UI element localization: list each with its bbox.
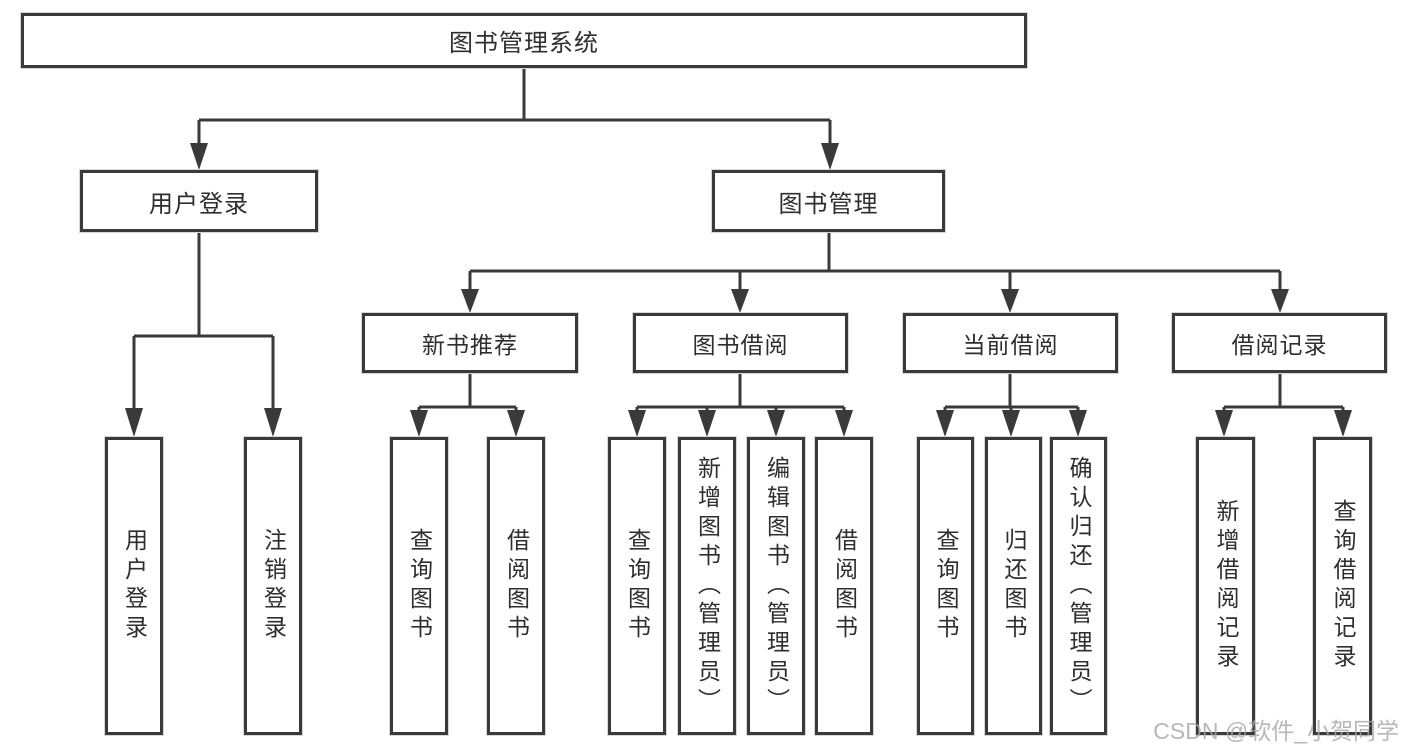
leaf-label: 新增借阅记录	[1213, 499, 1239, 673]
connector-path	[132, 68, 1345, 412]
leaf-edit-books-admin: 编辑图书（管理员）	[747, 437, 805, 735]
arrowhead	[731, 289, 749, 313]
leaf-label: 借阅图书	[503, 528, 530, 644]
leaf-query-books-2: 查询图书	[608, 437, 666, 735]
arrowhead	[1002, 410, 1020, 437]
leaf-label: 查询图书	[624, 528, 651, 644]
node-borrow-records: 借阅记录	[1172, 313, 1387, 373]
arrowhead	[821, 143, 839, 170]
arrowhead	[1334, 410, 1352, 437]
leaf-return-books: 归还图书	[985, 437, 1042, 735]
node-book-management-branch: 图书管理	[712, 170, 945, 232]
node-book-borrow: 图书借阅	[633, 313, 848, 373]
leaf-label: 归还图书	[1001, 528, 1027, 644]
arrowhead	[767, 410, 785, 437]
csdn-watermark: CSDN @软件_小贺同学	[1153, 718, 1399, 744]
leaf-logout: 注销登录	[244, 437, 302, 735]
arrowhead	[1271, 289, 1289, 313]
leaf-label: 确认归还（管理员）	[1066, 455, 1092, 717]
arrowhead	[698, 410, 716, 437]
leaf-label: 用户登录	[121, 528, 148, 644]
arrowhead	[410, 410, 428, 437]
arrowhead	[628, 410, 646, 437]
arrowheads	[125, 143, 1352, 437]
arrowhead	[264, 408, 282, 437]
leaf-borrow-books-1: 借阅图书	[487, 437, 545, 735]
leaf-query-books-3: 查询图书	[917, 437, 974, 735]
leaf-add-borrow-record: 新增借阅记录	[1196, 437, 1255, 735]
node-new-book-recommend: 新书推荐	[362, 313, 578, 373]
leaf-label: 查询借阅记录	[1330, 499, 1356, 673]
node-user-login-branch: 用户登录	[80, 170, 318, 232]
arrowhead	[835, 410, 853, 437]
arrowhead	[507, 410, 525, 437]
leaf-user-login: 用户登录	[105, 437, 163, 735]
leaf-add-books-admin: 新增图书（管理员）	[678, 437, 736, 735]
leaf-label: 查询图书	[933, 528, 959, 644]
arrowhead	[1001, 289, 1019, 313]
node-book-management-system: 图书管理系统	[21, 13, 1027, 68]
leaf-query-books-1: 查询图书	[390, 437, 448, 735]
leaf-confirm-return-admin: 确认归还（管理员）	[1050, 437, 1107, 735]
leaf-label: 注销登录	[260, 528, 287, 644]
leaf-label: 查询图书	[406, 528, 433, 644]
leaf-borrow-books-2: 借阅图书	[815, 437, 873, 735]
arrowhead	[190, 143, 208, 170]
arrowhead	[125, 408, 143, 437]
arrowhead	[936, 410, 954, 437]
leaf-query-borrow-record: 查询借阅记录	[1313, 437, 1372, 735]
arrowhead	[461, 289, 479, 313]
leaf-label: 新增图书（管理员）	[694, 455, 721, 717]
leaf-label: 编辑图书（管理员）	[763, 455, 790, 717]
node-current-borrow: 当前借阅	[903, 313, 1118, 373]
leaf-label: 借阅图书	[831, 528, 858, 644]
arrowhead	[1069, 410, 1087, 437]
arrowhead	[1215, 410, 1233, 437]
